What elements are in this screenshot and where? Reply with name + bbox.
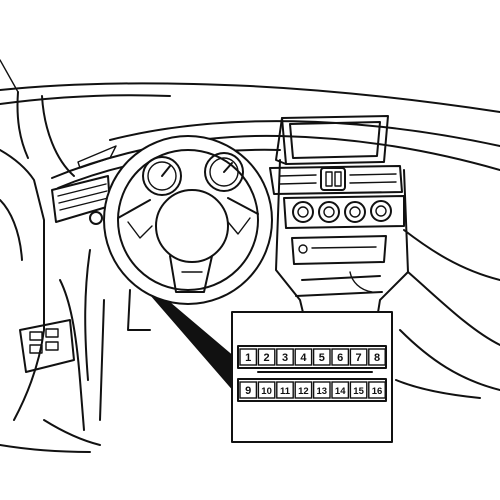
connector-pin-number: 8: [374, 352, 380, 364]
connector-pin-box: [312, 381, 331, 399]
steering-column: [84, 249, 151, 421]
connector-pin-number: 4: [300, 352, 307, 364]
connector-pin-number: 14: [335, 386, 346, 397]
connector-pin-number: 1: [245, 352, 251, 364]
connector-pin-number: 13: [317, 386, 328, 397]
connector-pin-box: [349, 348, 368, 366]
connector-pin-number: 9: [245, 385, 251, 397]
connector-pin-box: [239, 381, 258, 399]
connector-pin-number: 11: [280, 386, 291, 397]
connector-pin-box: [294, 348, 313, 366]
connector-pin-number: 3: [282, 352, 288, 364]
climate-knobs: [283, 195, 405, 229]
infotainment-screen: [275, 115, 389, 165]
connector-pin-number: 5: [319, 352, 325, 364]
connector-pin-number: 2: [264, 352, 270, 364]
connector-pin-number: 12: [298, 386, 309, 397]
connector-pin-number: 15: [353, 386, 364, 397]
connector-pin-box: [349, 381, 368, 399]
connector-pin-box: [368, 381, 386, 399]
connector-pin-number: 6: [337, 352, 343, 364]
connector-pin-box: [331, 381, 350, 399]
connector-pin-number: 16: [372, 386, 383, 397]
connector-pin-box: [368, 348, 386, 366]
connector-pin-box: [276, 381, 294, 399]
connector-pin-box: [331, 348, 350, 366]
connector-pin-box: [257, 348, 276, 366]
left-door: [0, 149, 101, 453]
connector-pin-box: [276, 348, 294, 366]
radio-panel: [291, 235, 387, 265]
connector-pin-box: [294, 381, 313, 399]
connector-pin-number: 10: [261, 386, 272, 397]
connector-pin-box: [312, 348, 331, 366]
connector-pin-box: [239, 348, 258, 366]
center-vents: [269, 165, 403, 195]
connector-pin-box: [257, 381, 276, 399]
connector-pin-number: 7: [356, 352, 362, 364]
left-air-vent: [51, 175, 111, 225]
steering-wheel: [103, 135, 273, 305]
windshield-frame: [0, 59, 500, 177]
